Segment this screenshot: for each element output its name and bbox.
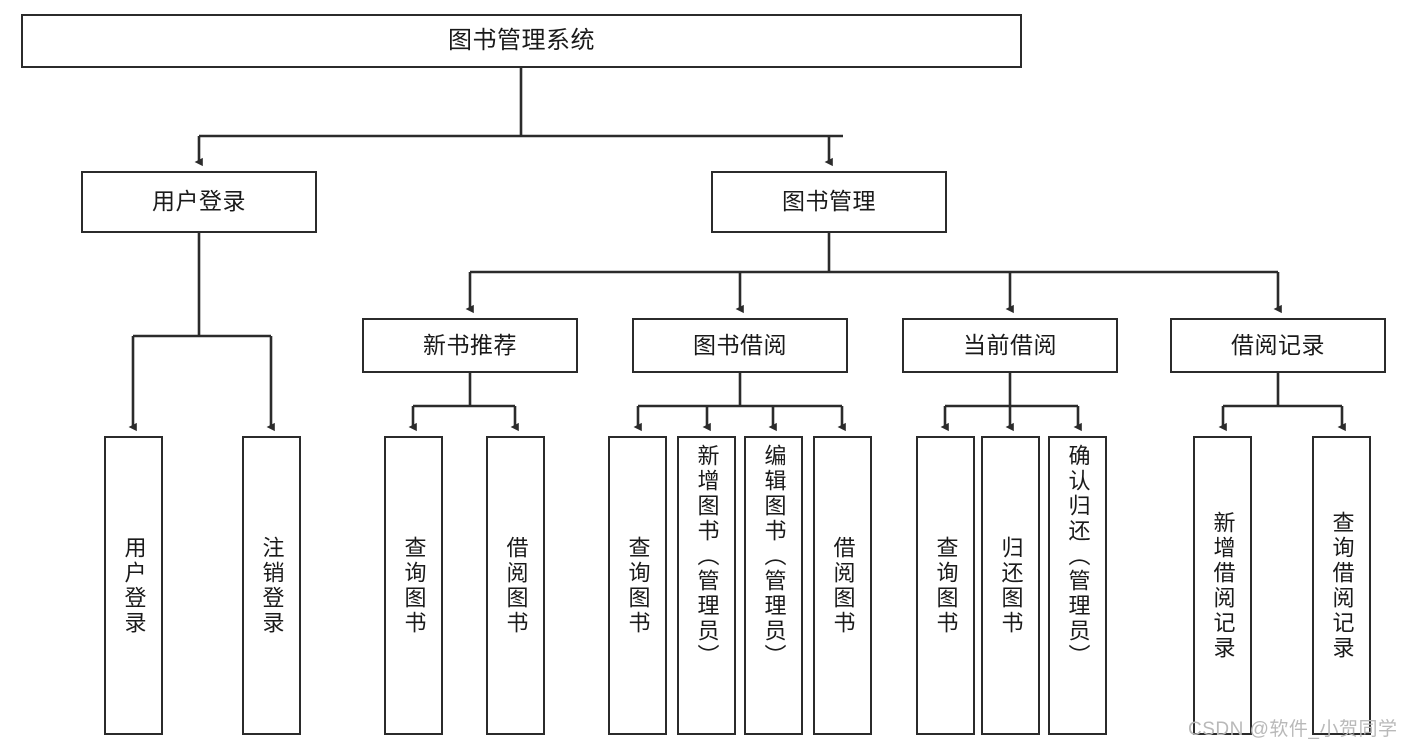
node-label: 查询图书	[401, 535, 427, 636]
leaf-borrow-borrow-book[interactable]: 借阅图书	[813, 436, 872, 735]
node-label: 当前借阅	[963, 331, 1057, 358]
node-book-borrow[interactable]: 图书借阅	[632, 318, 848, 373]
node-label: 借阅图书	[503, 535, 529, 636]
leaf-new-book-query[interactable]: 查询图书	[384, 436, 443, 735]
node-label: 查询借阅记录	[1329, 510, 1355, 661]
node-label: 查询图书	[933, 535, 959, 636]
leaf-borrow-add-book-admin[interactable]: 新增图书（管理员）	[677, 436, 736, 735]
node-label: 图书借阅	[693, 331, 787, 358]
leaf-user-login-signout[interactable]: 注销登录	[242, 436, 301, 735]
leaf-user-login-signin[interactable]: 用户登录	[104, 436, 163, 735]
node-label: 查询图书	[625, 535, 651, 636]
csdn-watermark: CSDN @软件_小贺同学	[1188, 719, 1398, 740]
node-label: 借阅图书	[830, 535, 856, 636]
leaf-current-confirm-return-admin[interactable]: 确认归还（管理员）	[1048, 436, 1107, 735]
leaf-new-book-borrow[interactable]: 借阅图书	[486, 436, 545, 735]
leaf-records-query-record[interactable]: 查询借阅记录	[1312, 436, 1371, 735]
node-label: 图书管理系统	[448, 26, 595, 54]
leaf-borrow-edit-book-admin[interactable]: 编辑图书（管理员）	[744, 436, 803, 735]
node-user-login[interactable]: 用户登录	[81, 171, 317, 233]
node-book-management[interactable]: 图书管理	[711, 171, 947, 233]
leaf-records-add-record[interactable]: 新增借阅记录	[1193, 436, 1252, 735]
node-label: 新书推荐	[423, 331, 517, 358]
node-label: 用户登录	[152, 188, 246, 215]
node-label: 归还图书	[998, 535, 1024, 636]
node-root-system[interactable]: 图书管理系统	[21, 14, 1022, 68]
leaf-borrow-query-book[interactable]: 查询图书	[608, 436, 667, 735]
node-label: 新增借阅记录	[1210, 510, 1236, 661]
node-borrow-records[interactable]: 借阅记录	[1170, 318, 1386, 373]
node-label: 编辑图书（管理员）	[761, 444, 787, 669]
node-label: 用户登录	[121, 535, 147, 636]
node-label: 确认归还（管理员）	[1065, 444, 1091, 669]
node-new-book-recommend[interactable]: 新书推荐	[362, 318, 578, 373]
node-label: 注销登录	[259, 535, 285, 636]
node-label: 借阅记录	[1231, 331, 1325, 358]
node-label: 新增图书（管理员）	[694, 444, 720, 669]
leaf-current-query-book[interactable]: 查询图书	[916, 436, 975, 735]
leaf-current-return-book[interactable]: 归还图书	[981, 436, 1040, 735]
node-current-borrow[interactable]: 当前借阅	[902, 318, 1118, 373]
node-label: 图书管理	[782, 188, 876, 215]
